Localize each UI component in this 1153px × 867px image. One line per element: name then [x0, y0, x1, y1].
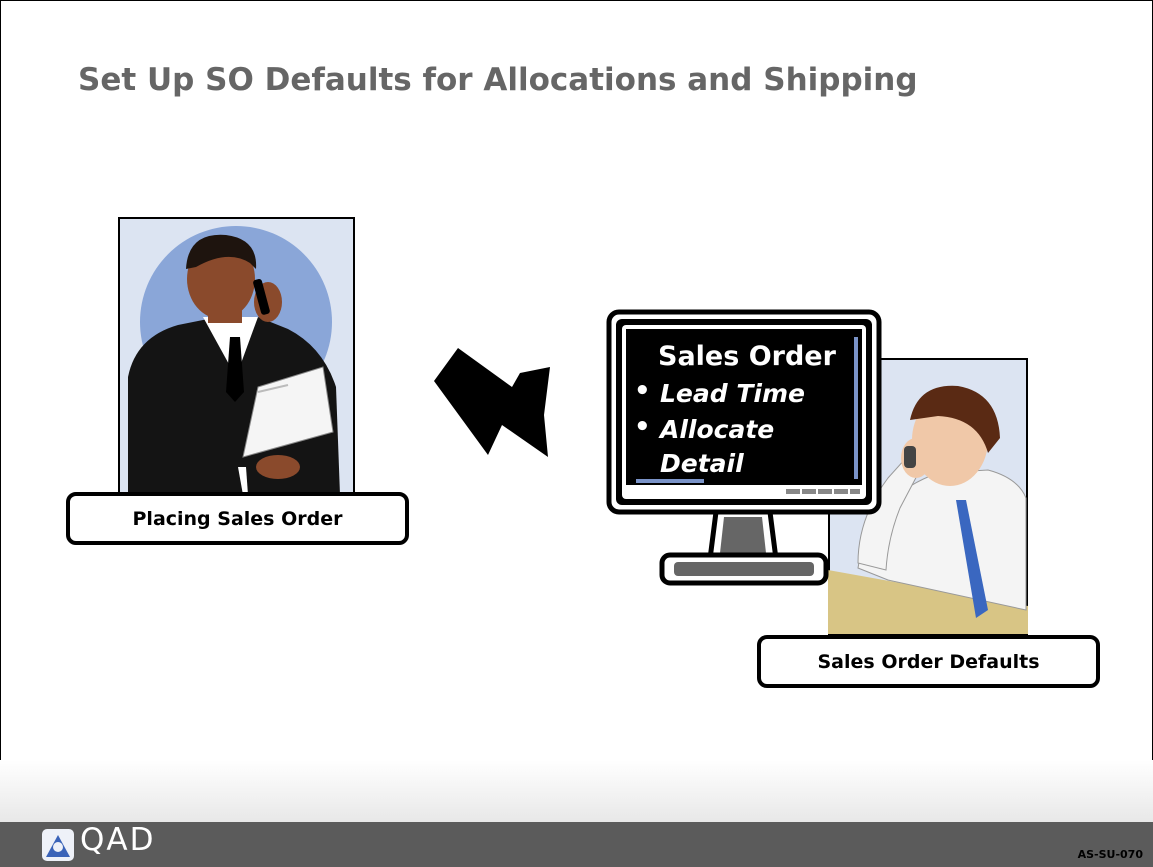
brand-name: QAD	[80, 822, 156, 858]
monitor-heading: Sales Order	[658, 341, 837, 372]
monitor-bullet-3: Detail	[660, 449, 744, 478]
footer-bar	[0, 822, 1153, 867]
monitor-bullet-glyph-2: •	[634, 412, 651, 442]
businessman-illustration	[118, 217, 355, 497]
flow-arrow-icon	[434, 348, 550, 457]
monitor-icon: Sales Order • Lead Time • Allocate Detai…	[606, 309, 882, 586]
monitor-bullet-2: Allocate	[658, 415, 774, 444]
qad-logo-icon	[42, 829, 74, 861]
monitor-bullet-1: Lead Time	[660, 379, 805, 408]
footer-fade	[0, 760, 1153, 822]
monitor-bullet-glyph-1: •	[634, 376, 651, 406]
slide-title: Set Up SO Defaults for Allocations and S…	[78, 62, 918, 98]
placing-sales-order-label: Placing Sales Order	[66, 492, 409, 545]
sales-order-defaults-label: Sales Order Defaults	[757, 635, 1100, 688]
slide-code: AS-SU-070	[1077, 848, 1143, 861]
